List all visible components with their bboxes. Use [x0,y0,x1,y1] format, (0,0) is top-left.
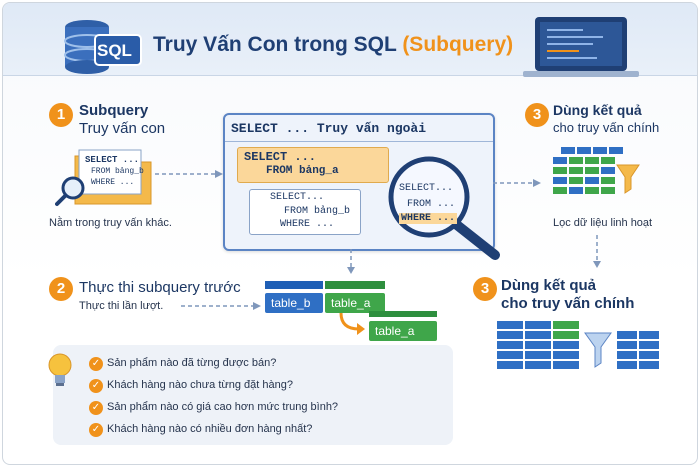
table-b-chip: table_b [265,293,323,313]
example-text: Sản phẩm nào có giá cao hơn mức trung bì… [107,401,339,413]
page-title: Truy Vấn Con trong SQL (Subquery) [153,33,513,57]
result-table-strip [369,311,437,317]
result-table-filter-icon [553,147,640,194]
doc-line-1: SELECT ... [85,155,140,165]
example-text: Khách hàng nào chưa từng đặt hàng? [107,379,293,391]
inner-select-box: SELECT ... FROM bảng_a [237,147,389,183]
sql-logo-text: SQL [97,41,132,60]
lightbulb-icon [48,353,72,386]
step3-top-title: Dùng kết quả [553,102,642,118]
example-text: Sản phẩm nào đã từng được bán? [107,357,277,369]
magnifier-line-1: SELECT... [399,183,454,194]
table-a-result-chip: table_a [369,321,437,341]
check-icon: ✓ [89,423,103,437]
step3-bottom-subtitle: cho truy vấn chính [501,295,635,312]
divider [225,141,493,142]
inner-from-text: FROM bảng_a [266,165,339,177]
laptop-icon [523,17,639,77]
step3-bottom-title: Dùng kết quả [501,277,597,294]
check-icon: ✓ [89,357,103,371]
step2-title: Thực thi subquery trước [79,279,241,296]
arrow-step2-to-tables [181,302,261,310]
doc-line-2: FROM bảng_b [91,167,144,176]
magnifier-line-3: WHERE ... [399,213,458,224]
nested-line-3: WHERE ... [280,219,335,230]
step1-subtitle: Truy vấn con [79,120,166,137]
step2-number: 2 [49,277,73,301]
nested-line-2: FROM bảng_b [284,206,351,217]
step3-top-subtitle: cho truy vấn chính [553,120,660,135]
step3-top-number: 3 [525,103,549,127]
arrow-result-down [593,235,601,268]
nested-query-box: SELECT... FROM bảng_b WHERE ... [249,189,361,235]
inner-select-text: SELECT ... [244,150,317,164]
step3-top-caption: Lọc dữ liệu linh hoạt [553,217,653,229]
folder-document-icon [55,149,152,206]
tables-top-strip [265,281,389,289]
arrow-query-down [347,249,355,274]
arrow-query-to-result [493,179,541,187]
examples-panel: ✓ Sản phẩm nào đã từng được bán? ✓ Khách… [48,345,453,445]
step3-bottom-number: 3 [473,277,497,301]
step2-caption: Thực thi lần lượt. [79,300,164,312]
curved-arrow-icon [339,312,365,335]
filtered-tables-icon [497,321,659,369]
database-icon [64,20,142,74]
step1-caption: Nằm trong truy vấn khác. [49,217,172,229]
header-banner: SQL Truy Vấn Con trong SQL (Subquery) [3,3,697,77]
step1-number: 1 [49,103,73,127]
example-text: Khách hàng nào có nhiều đơn hàng nhất? [107,423,313,435]
step1-title: Subquery [79,102,149,119]
check-icon: ✓ [89,401,103,415]
check-icon: ✓ [89,379,103,393]
outer-query-header: SELECT ... Truy vấn ngoài [231,121,427,136]
arrow-step1-to-query [155,170,223,178]
title-main: Truy Vấn Con trong SQL [153,33,397,56]
title-accent: (Subquery) [402,33,514,56]
table-a-chip: table_a [325,293,385,313]
nested-line-1: SELECT... [270,192,325,203]
magnifier-line-2: FROM ... [407,199,456,210]
doc-line-3: WHERE ... [91,178,135,187]
